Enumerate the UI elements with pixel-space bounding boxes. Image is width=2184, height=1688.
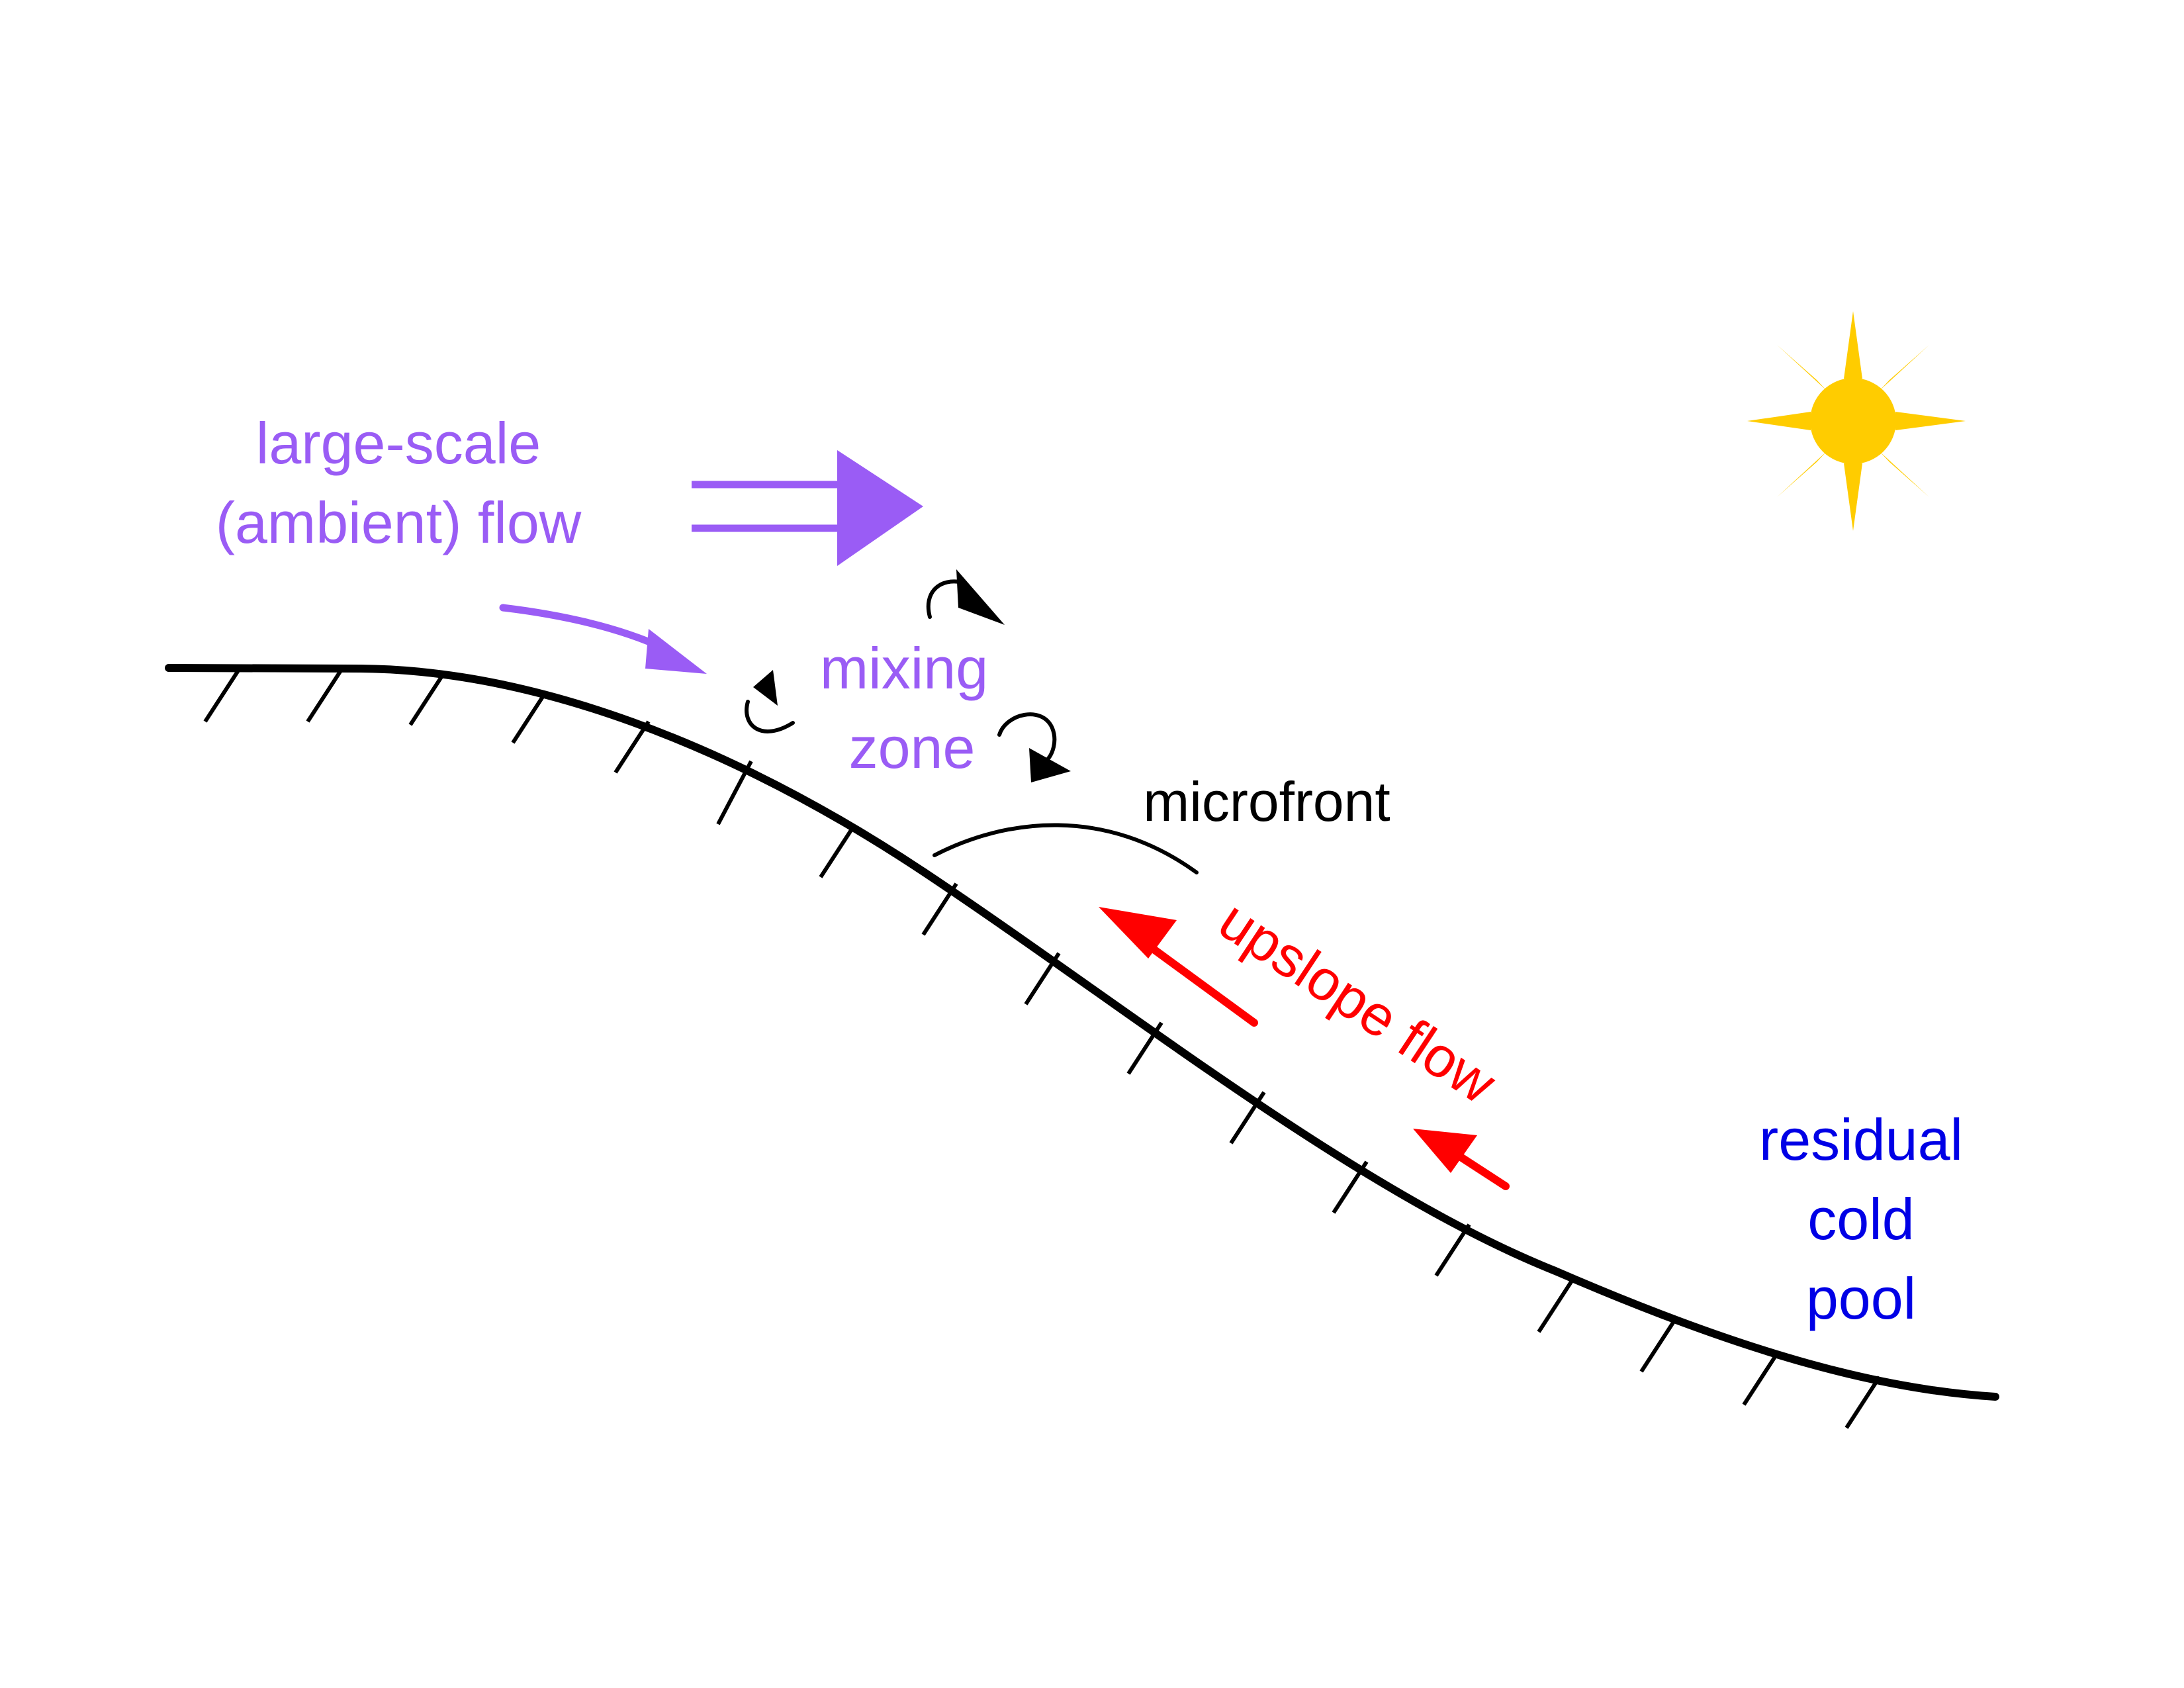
microfront-line <box>933 823 1199 874</box>
upslope-arrow-lower <box>1413 1129 1510 1190</box>
cold-pool-label-line2: cold <box>1807 1186 1914 1252</box>
upslope-arrow-upper <box>1099 907 1258 1027</box>
eddy-arrow-top <box>926 569 1005 625</box>
eddy-arrow-left <box>745 670 795 733</box>
microfront-label: microfront <box>1143 771 1390 833</box>
eddy-arrow-right <box>997 712 1071 782</box>
sun-icon <box>1747 311 1966 531</box>
ambient-flow-label-line2: (ambient) flow <box>216 490 582 555</box>
cold-pool-label-line3: pool <box>1806 1266 1916 1331</box>
upslope-flow-label: upslope flow <box>1208 888 1507 1116</box>
ambient-flow-arrow <box>692 450 923 566</box>
mixing-zone-label-line2: zone <box>849 715 976 780</box>
mixing-zone-label-line1: mixing <box>820 635 988 701</box>
terrain <box>165 664 1999 1429</box>
ambient-descending-arrow <box>499 604 707 674</box>
terrain-surface <box>165 664 1999 1401</box>
cold-pool-label-line1: residual <box>1759 1107 1963 1172</box>
ambient-flow-label-line1: large-scale <box>256 410 541 476</box>
terrain-hatching <box>203 669 1882 1429</box>
